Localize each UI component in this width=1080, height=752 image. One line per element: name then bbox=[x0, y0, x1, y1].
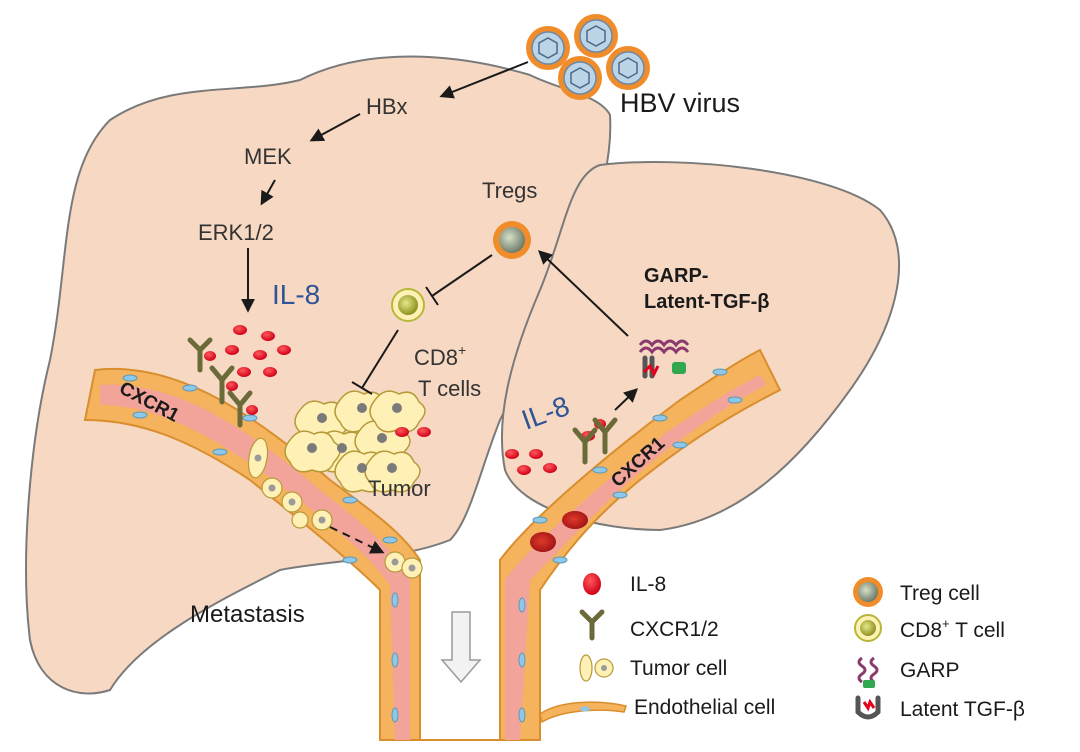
label-t-cells: T cells bbox=[418, 376, 481, 401]
legend-latent-tgfb-label: Latent TGF-β bbox=[900, 698, 1025, 721]
label-tregs: Tregs bbox=[482, 178, 537, 203]
red-cell bbox=[562, 511, 588, 529]
label-hbv-virus: HBV virus bbox=[620, 88, 740, 118]
garp-tgfb-complex bbox=[638, 339, 690, 379]
label-erk: ERK1/2 bbox=[198, 220, 274, 245]
migration-arrow bbox=[329, 526, 385, 554]
legend-il8-label: IL-8 bbox=[630, 573, 666, 596]
legend-tumor-cell-label: Tumor cell bbox=[630, 657, 727, 680]
label-garp: GARP- bbox=[644, 265, 708, 287]
treg-cell bbox=[493, 221, 531, 259]
legend-cd8-post: T cell bbox=[950, 619, 1005, 642]
inhibition-lines bbox=[351, 254, 493, 395]
label-cd8-main: CD8 bbox=[414, 345, 458, 370]
liver-left-lobe bbox=[25, 55, 612, 695]
tumor-nuclei bbox=[307, 403, 402, 473]
legend-cd8-icon bbox=[854, 614, 882, 642]
legend-latent-tgfb-icon bbox=[855, 695, 881, 720]
label-il8-left: IL-8 bbox=[272, 279, 320, 310]
label-metastasis: Metastasis bbox=[190, 601, 305, 628]
label-cd8: CD8+ bbox=[414, 342, 466, 370]
cxcr-receptors-right bbox=[572, 417, 618, 465]
legend-cxcr-icon bbox=[579, 609, 605, 641]
legend-endothelial-icon bbox=[539, 701, 627, 724]
legend-garp-label: GARP bbox=[900, 659, 960, 682]
liver-right-lobe bbox=[500, 161, 900, 532]
cxcr-receptors-left bbox=[187, 337, 253, 428]
legend-il8-icon bbox=[583, 573, 601, 595]
legend-cd8-pre: CD8 bbox=[900, 619, 942, 642]
legend-treg-label: Treg cell bbox=[900, 582, 980, 605]
pathway-arrows bbox=[241, 61, 639, 411]
label-tumor: Tumor bbox=[368, 476, 431, 501]
label-cd8-sup: + bbox=[458, 342, 466, 358]
hbv-virus-particles bbox=[526, 14, 650, 100]
legend-endothelial-label: Endothelial cell bbox=[634, 696, 775, 719]
label-hbx: HBx bbox=[366, 94, 408, 119]
il8-cluster-left bbox=[225, 325, 431, 437]
label-mek: MEK bbox=[244, 144, 292, 169]
legend-cxcr12-label: CXCR1/2 bbox=[630, 618, 719, 641]
legend-cd8-sup: + bbox=[942, 616, 950, 631]
legend: IL-8 CXCR1/2 Tumor cell Endothelial cell… bbox=[539, 573, 1025, 724]
legend-tumor-cell-icon bbox=[579, 654, 614, 682]
legend-cd8-label: CD8+ T cell bbox=[900, 616, 1005, 642]
red-cell bbox=[530, 532, 556, 552]
cd8-t-cell bbox=[391, 288, 425, 322]
legend-garp-icon bbox=[857, 656, 879, 688]
label-latent-tgfb: Latent-TGF-β bbox=[644, 291, 770, 313]
legend-treg-icon bbox=[853, 577, 883, 607]
